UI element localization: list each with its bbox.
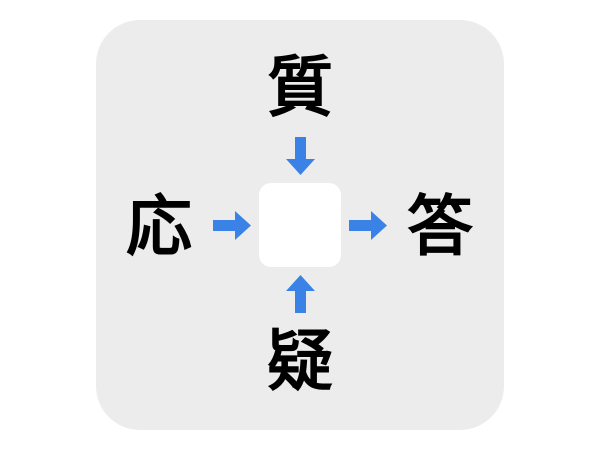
arrow-up-icon (286, 275, 315, 313)
top-kanji: 質 (267, 49, 333, 126)
bottom-kanji: 疑 (267, 323, 333, 400)
arrow-down-icon (286, 137, 315, 175)
right-kanji: 答 (407, 188, 473, 265)
left-kanji: 応 (126, 188, 192, 265)
arrow-right-icon (213, 211, 251, 240)
answer-blank-box[interactable] (259, 183, 341, 267)
arrow-right-icon (349, 211, 387, 240)
